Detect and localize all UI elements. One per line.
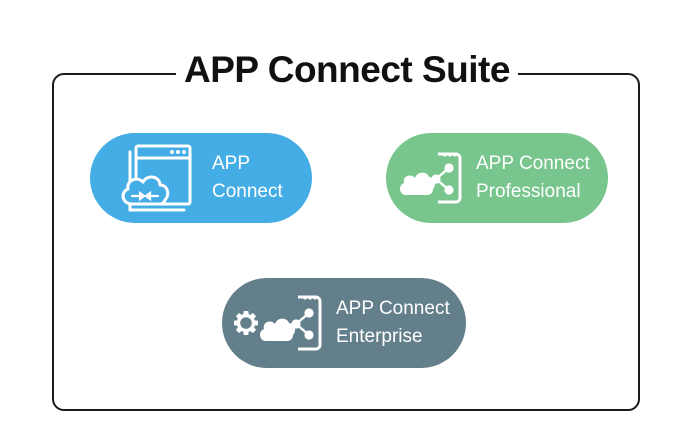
gear-cloud-share-network-icon — [234, 295, 322, 351]
product-label: APP Connect Professional — [476, 150, 590, 206]
product-name-line2: Connect — [212, 181, 283, 202]
app-window-cloud-sync-icon — [121, 144, 192, 212]
product-app-connect-professional[interactable]: APP Connect Professional — [386, 133, 608, 223]
product-name-line1: APP Connect — [476, 153, 590, 174]
cloud-share-network-icon — [400, 152, 462, 204]
product-name-line2: Professional — [476, 181, 581, 202]
product-name-line2: Enterprise — [336, 326, 423, 347]
product-label: APP Connect — [212, 150, 283, 206]
suite-title: APP Connect Suite — [176, 44, 518, 96]
product-label: APP Connect Enterprise — [336, 295, 450, 351]
product-app-connect[interactable]: APP Connect — [90, 133, 312, 223]
product-name-line1: APP Connect — [336, 298, 450, 319]
product-name-line1: APP — [212, 153, 251, 174]
product-app-connect-enterprise[interactable]: APP Connect Enterprise — [222, 278, 466, 368]
